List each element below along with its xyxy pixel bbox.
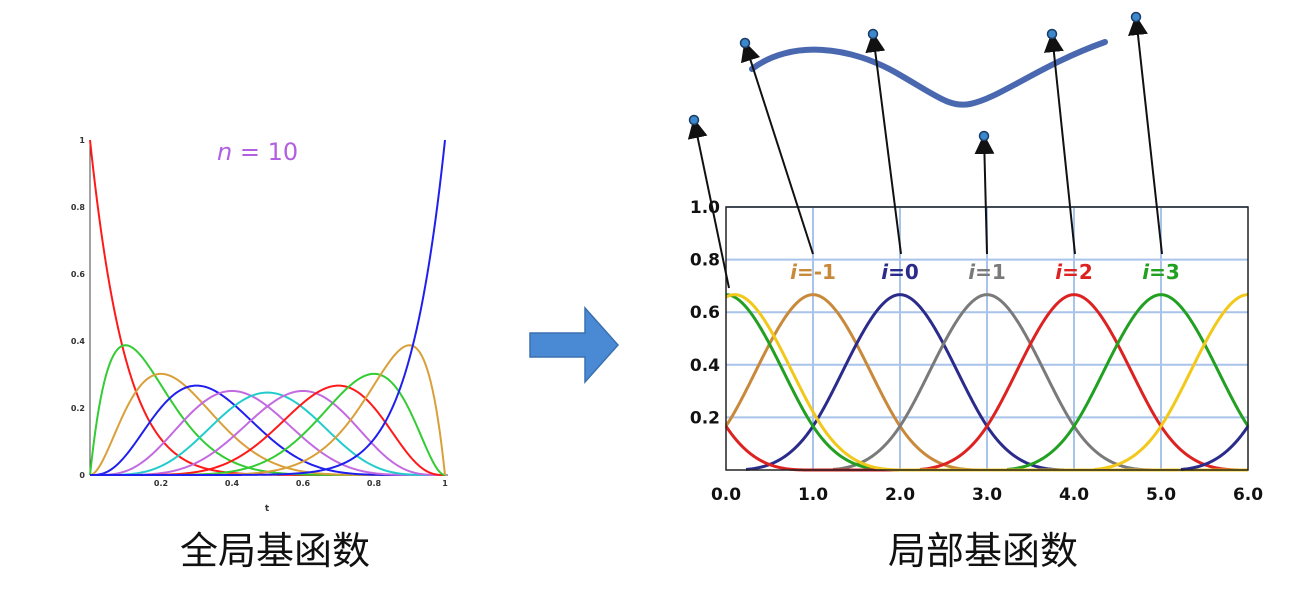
left-x-tick-label: 1 [442, 479, 448, 488]
control-point-4 [1046, 28, 1058, 40]
local-basis-caption: 局部基函数 [888, 529, 1079, 573]
control-point-3 [978, 130, 990, 142]
control-point-5 [1130, 11, 1142, 23]
left-x-tick-label: 0.2 [154, 479, 168, 488]
left-y-tick-label: 0.6 [71, 270, 86, 279]
control-point-2 [867, 28, 879, 40]
left-y-tick-label: 0 [79, 471, 85, 480]
global-basis-chart: 0 0.2 0.4 0.6 0.8 1 0.2 0.4 0.6 0.8 1 t n = 10 [71, 136, 448, 514]
left-series-line-8 [90, 372, 446, 476]
right-series-line-7 [1093, 293, 1249, 471]
control-point-arrow-3 [974, 134, 995, 255]
left-series-line-5 [90, 391, 445, 476]
right-x-tick-label: 3.0 [972, 485, 1002, 505]
left-x-axis-label: t [265, 504, 270, 514]
control-point-arrow-2 [865, 32, 902, 255]
arrow-right-icon [529, 306, 620, 384]
control-point-arrow-1 [741, 41, 814, 255]
left-y-tick-label: 0.8 [71, 203, 86, 212]
right-x-tick-label: 5.0 [1146, 485, 1176, 505]
left-x-tick-label: 0.4 [225, 479, 240, 488]
left-y-tick-label: 1 [79, 136, 85, 145]
right-series-line-4 [1006, 293, 1250, 471]
right-x-tick-label: 4.0 [1059, 485, 1089, 505]
local-basis-chart: 0.2 0.4 0.6 0.8 1.0 0.0 1.0 2.0 3.0 4.0 5.0 6.0 i=… [687, 11, 1263, 505]
right-y-tick-label: 0.4 [690, 356, 720, 376]
control-point-1 [739, 37, 751, 49]
right-series-line-9 [1180, 425, 1250, 471]
right-y-tick-label: 1.0 [690, 198, 720, 218]
right-y-tick-label: 0.8 [690, 251, 720, 271]
left-x-tick-label: 0.6 [296, 479, 311, 488]
right-series-line-3 [919, 293, 1248, 472]
right-x-tick-label: 0.0 [711, 485, 741, 505]
global-basis-caption: 全局基函数 [180, 529, 371, 573]
left-series-line-0 [89, 139, 445, 476]
right-x-tick-label: 6.0 [1233, 485, 1263, 505]
left-series-line-10 [90, 139, 446, 476]
control-point-arrow-0 [687, 118, 730, 289]
right-x-tick-label: 2.0 [885, 485, 915, 505]
left-annotation: n = 10 [217, 138, 298, 166]
series-label-1: i=0 [881, 260, 919, 284]
left-y-tick-label: 0.4 [71, 337, 86, 346]
series-label-4: i=3 [1142, 260, 1180, 284]
right-y-tick-label: 0.2 [690, 408, 720, 428]
left-x-tick-label: 0.8 [367, 479, 382, 488]
right-x-tick-label: 1.0 [798, 485, 828, 505]
series-label-0: i=-1 [790, 260, 836, 284]
series-label-2: i=1 [968, 260, 1006, 284]
left-y-tick-label: 0.2 [71, 404, 85, 413]
right-plot-frame [725, 206, 1249, 471]
control-point-arrow-4 [1043, 32, 1076, 255]
control-point-0 [688, 114, 700, 126]
control-point-arrow-5 [1128, 15, 1163, 255]
right-y-tick-label: 0.6 [690, 303, 720, 323]
control-curve [749, 39, 1108, 108]
series-label-3: i=2 [1055, 260, 1093, 284]
